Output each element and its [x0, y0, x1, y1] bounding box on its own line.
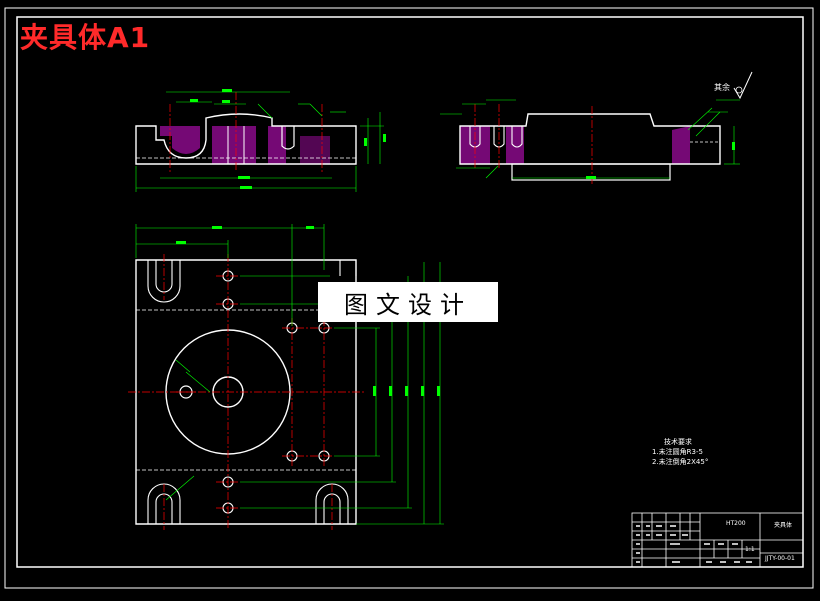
inner-border: [16, 16, 804, 568]
side-hatch-right: [672, 126, 690, 164]
tech-requirement-item: 1.未注圆角R3-5: [652, 448, 703, 456]
side-hatch-left: [460, 126, 490, 164]
side-base: [511, 163, 671, 181]
front-view: [135, 89, 386, 192]
side-hatch-mid: [506, 126, 524, 164]
tech-requirements-heading: 技术要求: [664, 438, 692, 446]
title-block-material: HT200: [726, 520, 746, 527]
top-view: [128, 224, 444, 530]
title-block: [631, 512, 804, 568]
title-block-part-name: 夹具体: [774, 522, 793, 529]
front-hatch-left: [160, 126, 200, 154]
roughness-note: 其余: [714, 83, 730, 92]
front-outline: [135, 113, 357, 165]
watermark-stamp: 图文设计: [318, 282, 498, 322]
title-block-drawing-no: JJTY-00-01: [765, 555, 795, 562]
outer-border: [4, 7, 814, 589]
front-hatch-mid: [212, 126, 256, 164]
side-slot-3: [511, 126, 523, 148]
tech-requirement-item: 2.未注倒角2X45°: [652, 458, 709, 466]
technical-requirements: 技术要求 1.未注圆角R3-5 2.未注倒角2X45°: [652, 437, 708, 467]
drawing-title: 夹具体A1: [20, 21, 151, 54]
front-hatch-slot: [300, 136, 330, 164]
u-slot-top-right: [339, 260, 357, 276]
roughness-symbol: [733, 71, 753, 100]
front-slot-1: [281, 126, 295, 150]
side-view: [440, 71, 753, 186]
title-block-scale: 1:1: [745, 546, 755, 553]
u-slot-top-left: [147, 260, 181, 303]
